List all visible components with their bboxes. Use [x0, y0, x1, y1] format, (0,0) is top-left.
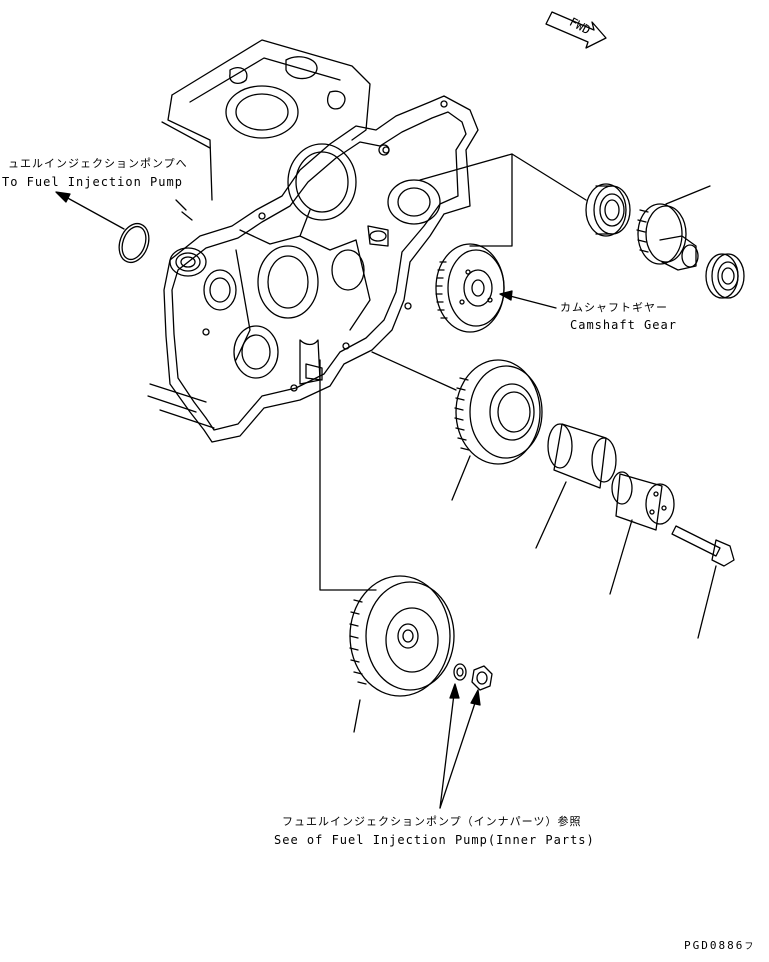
fwd-arrow-icon	[545, 11, 607, 49]
engine-block	[147, 39, 479, 443]
fuel-pump-label-en: To Fuel Injection Pump	[2, 175, 183, 189]
page-code-text: PGD0886	[684, 939, 745, 952]
idler-gear	[451, 359, 543, 501]
bushing	[535, 423, 617, 549]
fuel-pump-leader	[55, 191, 125, 230]
camshaft-label-jp: カムシャフトギヤー	[560, 301, 668, 314]
inner-parts-label-jp: フュエルインジェクションポンプ（インナパーツ）参照	[282, 815, 582, 828]
camshaft-label-en: Camshaft Gear	[570, 318, 677, 332]
fuel-pump-label-jp: ュエルインジェクションポンプへ	[8, 157, 188, 170]
o-ring	[118, 222, 150, 264]
idler-shaft	[609, 471, 675, 595]
pump-gear-leader	[319, 359, 377, 591]
inner-parts-leader	[439, 683, 481, 809]
page-code-suffix: フ	[744, 942, 756, 952]
page-code: PGD0886フ	[684, 939, 755, 952]
bearing-leader-2	[511, 153, 587, 201]
fuel-injection-pump-gear	[349, 575, 455, 733]
washer	[453, 663, 467, 681]
camshaft-gear	[435, 243, 505, 333]
inner-parts-label-en: See of Fuel Injection Pump(Inner Parts)	[274, 833, 595, 847]
camshaft-leader	[499, 290, 557, 309]
bearing-upper	[585, 183, 631, 237]
nut	[471, 665, 493, 691]
bearing-lower	[705, 253, 745, 299]
idler-leader	[371, 351, 457, 391]
bolt	[671, 525, 735, 639]
gear-hub	[636, 185, 711, 271]
bearing-leader	[419, 153, 513, 247]
